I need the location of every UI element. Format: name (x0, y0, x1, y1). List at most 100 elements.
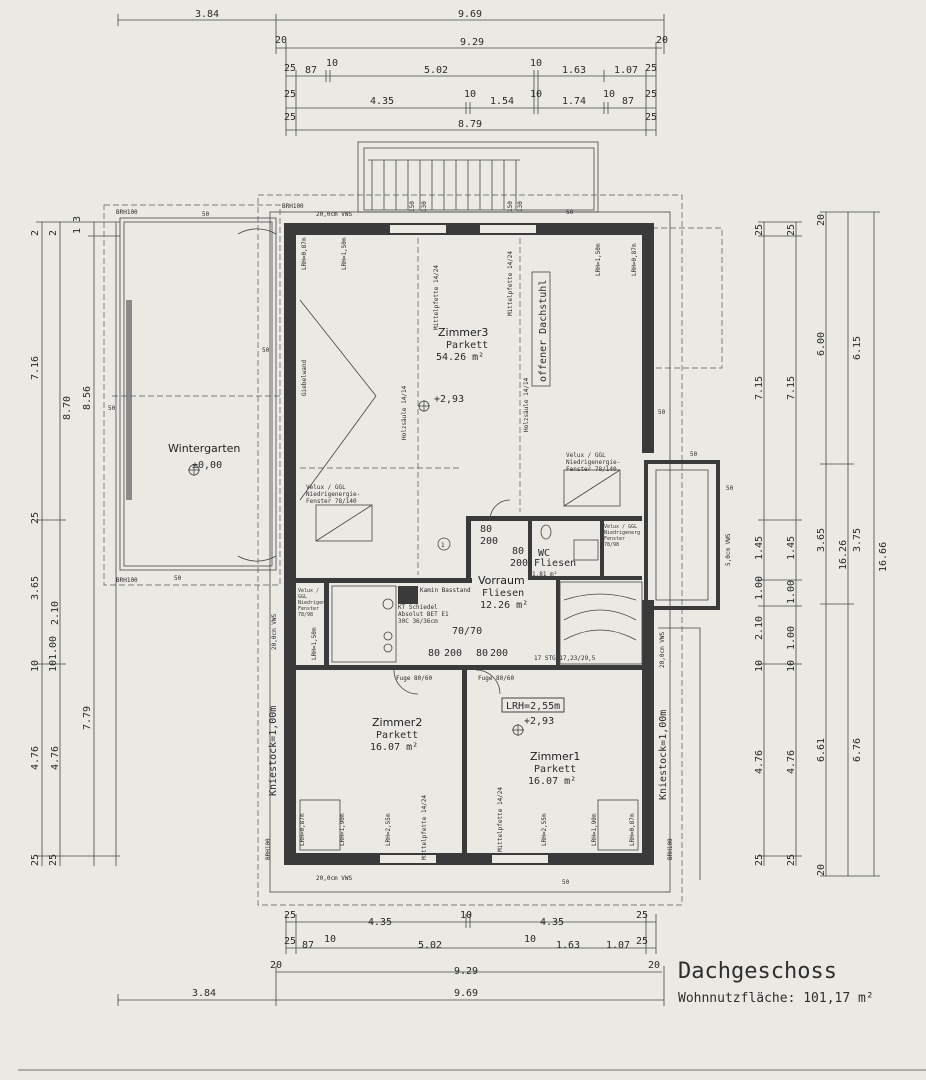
door-dim: 80 (428, 648, 440, 659)
window-mark: 130 (517, 201, 524, 212)
label-kniestock-right: Kniestock=1,00m (658, 710, 669, 800)
lrh-label: LRH=0,87m (301, 237, 308, 270)
lrh-label: LRH=0,87m (631, 243, 638, 276)
right-dim: 25 (786, 224, 797, 236)
left-dim: 10 (48, 660, 59, 672)
right-dim-4-76: 4.76 (754, 750, 765, 774)
left-dim: 1 (72, 228, 83, 234)
left-dim-2-10: 2.10 (50, 601, 61, 625)
lrh-label: LRH=1,90m (591, 813, 598, 846)
label-vws-top: 20,0cm VWS (316, 211, 353, 218)
top-dim-20-left: 20 (275, 35, 287, 46)
left-dim-4-76-b: 4.76 (50, 746, 61, 770)
level-markers: 1 (188, 400, 524, 736)
window-mark: 50 (690, 451, 698, 458)
room-zimmer3-floor: Parkett (446, 340, 488, 351)
right-dim: 25 (754, 854, 765, 866)
top-dim: 25 (284, 63, 296, 74)
top-dim: 8.79 (458, 119, 482, 130)
left-dim: 2 (30, 230, 41, 236)
bottom-dim: 25 (284, 910, 296, 921)
door-dim: 80 (480, 524, 492, 535)
label-velux-wc: Velux / GGL Niedrigenergie- Fenster 78/9… (604, 524, 640, 548)
room-zimmer1-name: Zimmer1 (530, 750, 580, 763)
bottom-dim-1-07: 1.07 (606, 940, 630, 951)
window-mark: 50 (658, 409, 666, 416)
top-dim-20-right: 20 (656, 35, 668, 46)
left-dim-8-56: 8.56 (82, 386, 93, 410)
bottom-dim: 10 (524, 934, 536, 945)
bottom-dim: 20 (270, 960, 282, 971)
right-dim-1-00-c: 1.00 (786, 626, 797, 650)
left-dim: 2 (48, 230, 59, 236)
room-wc-name: WC (538, 548, 550, 559)
interior-walls (296, 516, 642, 856)
top-dim: 1.74 (562, 96, 586, 107)
label-mittelpfette-bottom-1: Mittelpfette 14/24 (421, 795, 428, 860)
label-fuge-left: Fuge 80/60 (396, 675, 433, 682)
room-vorraum-area: 12.26 m² (480, 600, 528, 611)
label-velux-wc-fo: Velux / GGL Niedrigenergie- Fenster 78/9… (604, 524, 640, 548)
left-dim-7-16: 7.16 (30, 356, 41, 380)
room-zimmer3-name: Zimmer3 (438, 326, 488, 339)
top-dim: 25 (645, 112, 657, 123)
top-dim: 87 (622, 96, 634, 107)
wintergarten (103, 204, 281, 586)
right-dim-1-45: 1.45 (754, 536, 765, 560)
lrh-label: LRH=1,90m (339, 813, 346, 846)
right-dim-4-76-b: 4.76 (786, 750, 797, 774)
top-dim: 10 (530, 89, 542, 100)
top-dim: 25 (284, 112, 296, 123)
roof-overhang (257, 194, 723, 906)
right-dim: 20 (816, 214, 827, 226)
exterior-walls (284, 223, 720, 865)
left-dim-4-76: 4.76 (30, 746, 41, 770)
room-zimmer3-level: +2,93 (434, 394, 464, 405)
top-dim: 5.02 (424, 65, 448, 76)
label-stairs: 17 STG 17,23/29,5 (534, 655, 596, 662)
label-mittelpfette-left: Mittelpfette 14/24 (433, 265, 440, 330)
label-fuge-right: Fuge 80/60 (478, 675, 515, 682)
lrh-label: LRH=2,55m (541, 813, 548, 846)
roof-structure-lines (299, 238, 643, 851)
top-dim: 10 (603, 89, 615, 100)
bottom-dim: 10 (324, 934, 336, 945)
top-dim: 10 (464, 89, 476, 100)
label-velux-left-fo: Velux / GGL Niedrigenergie- Fenster 78/1… (306, 484, 361, 505)
label-mittelpfette-right: Mittelpfette 14/24 (507, 251, 514, 316)
top-dim-3-84: 3.84 (195, 9, 219, 20)
left-dim-3-65: 3.65 (30, 576, 41, 600)
right-dim-6-00: 6.00 (816, 332, 827, 356)
right-dim-1-00-b: 1.00 (786, 580, 797, 604)
right-dim-3-65: 3.65 (816, 528, 827, 552)
section-marker-number: 1 (441, 542, 445, 549)
bottom-dimension-chains: 25 4.35 10 4.35 25 25 87 10 5.02 10 1.63… (117, 910, 665, 1006)
right-dim: 25 (786, 854, 797, 866)
bottom-dim-3-84: 3.84 (192, 988, 216, 999)
right-dim: 10 (786, 660, 797, 672)
lrh-label: LRH=1,50m (311, 627, 318, 660)
left-dimension-chains: 2 2 3 1 7.16 3.65 4.76 8.70 2.10 4.76 8.… (30, 216, 120, 866)
right-dim-6-76: 6.76 (852, 738, 863, 762)
label-velux-right-fo: Velux / GGL Niedrigenergie- Fenster 78/1… (566, 452, 620, 473)
left-dim-8-70: 8.70 (62, 396, 73, 420)
brh-label: BRH100 (265, 838, 272, 860)
label-holzsaeule-right: Holzsäule 14/14 (523, 377, 530, 432)
label-giebelwand: Giebelwand (301, 359, 308, 396)
top-dim: 10 (530, 58, 542, 69)
top-dim: 25 (645, 63, 657, 74)
top-dim-9-69: 9.69 (458, 9, 482, 20)
left-dim: 25 (30, 854, 41, 866)
label-vws-bottom: 20,0cm VWS (316, 875, 353, 882)
left-dim: 10 (30, 660, 41, 672)
label-door-7070: 70/70 (452, 626, 482, 637)
label-velux-left: Velux / GGL Niedrigenergie- Fenster 78/1… (306, 484, 361, 505)
window-mark: 50 (726, 485, 734, 492)
bottom-dim-4-35-b: 4.35 (540, 917, 564, 928)
door-dim: 200 (490, 648, 508, 659)
right-dim-3-75: 3.75 (852, 528, 863, 552)
top-dim: 25 (645, 89, 657, 100)
right-dim-16-66: 16.66 (878, 542, 889, 572)
